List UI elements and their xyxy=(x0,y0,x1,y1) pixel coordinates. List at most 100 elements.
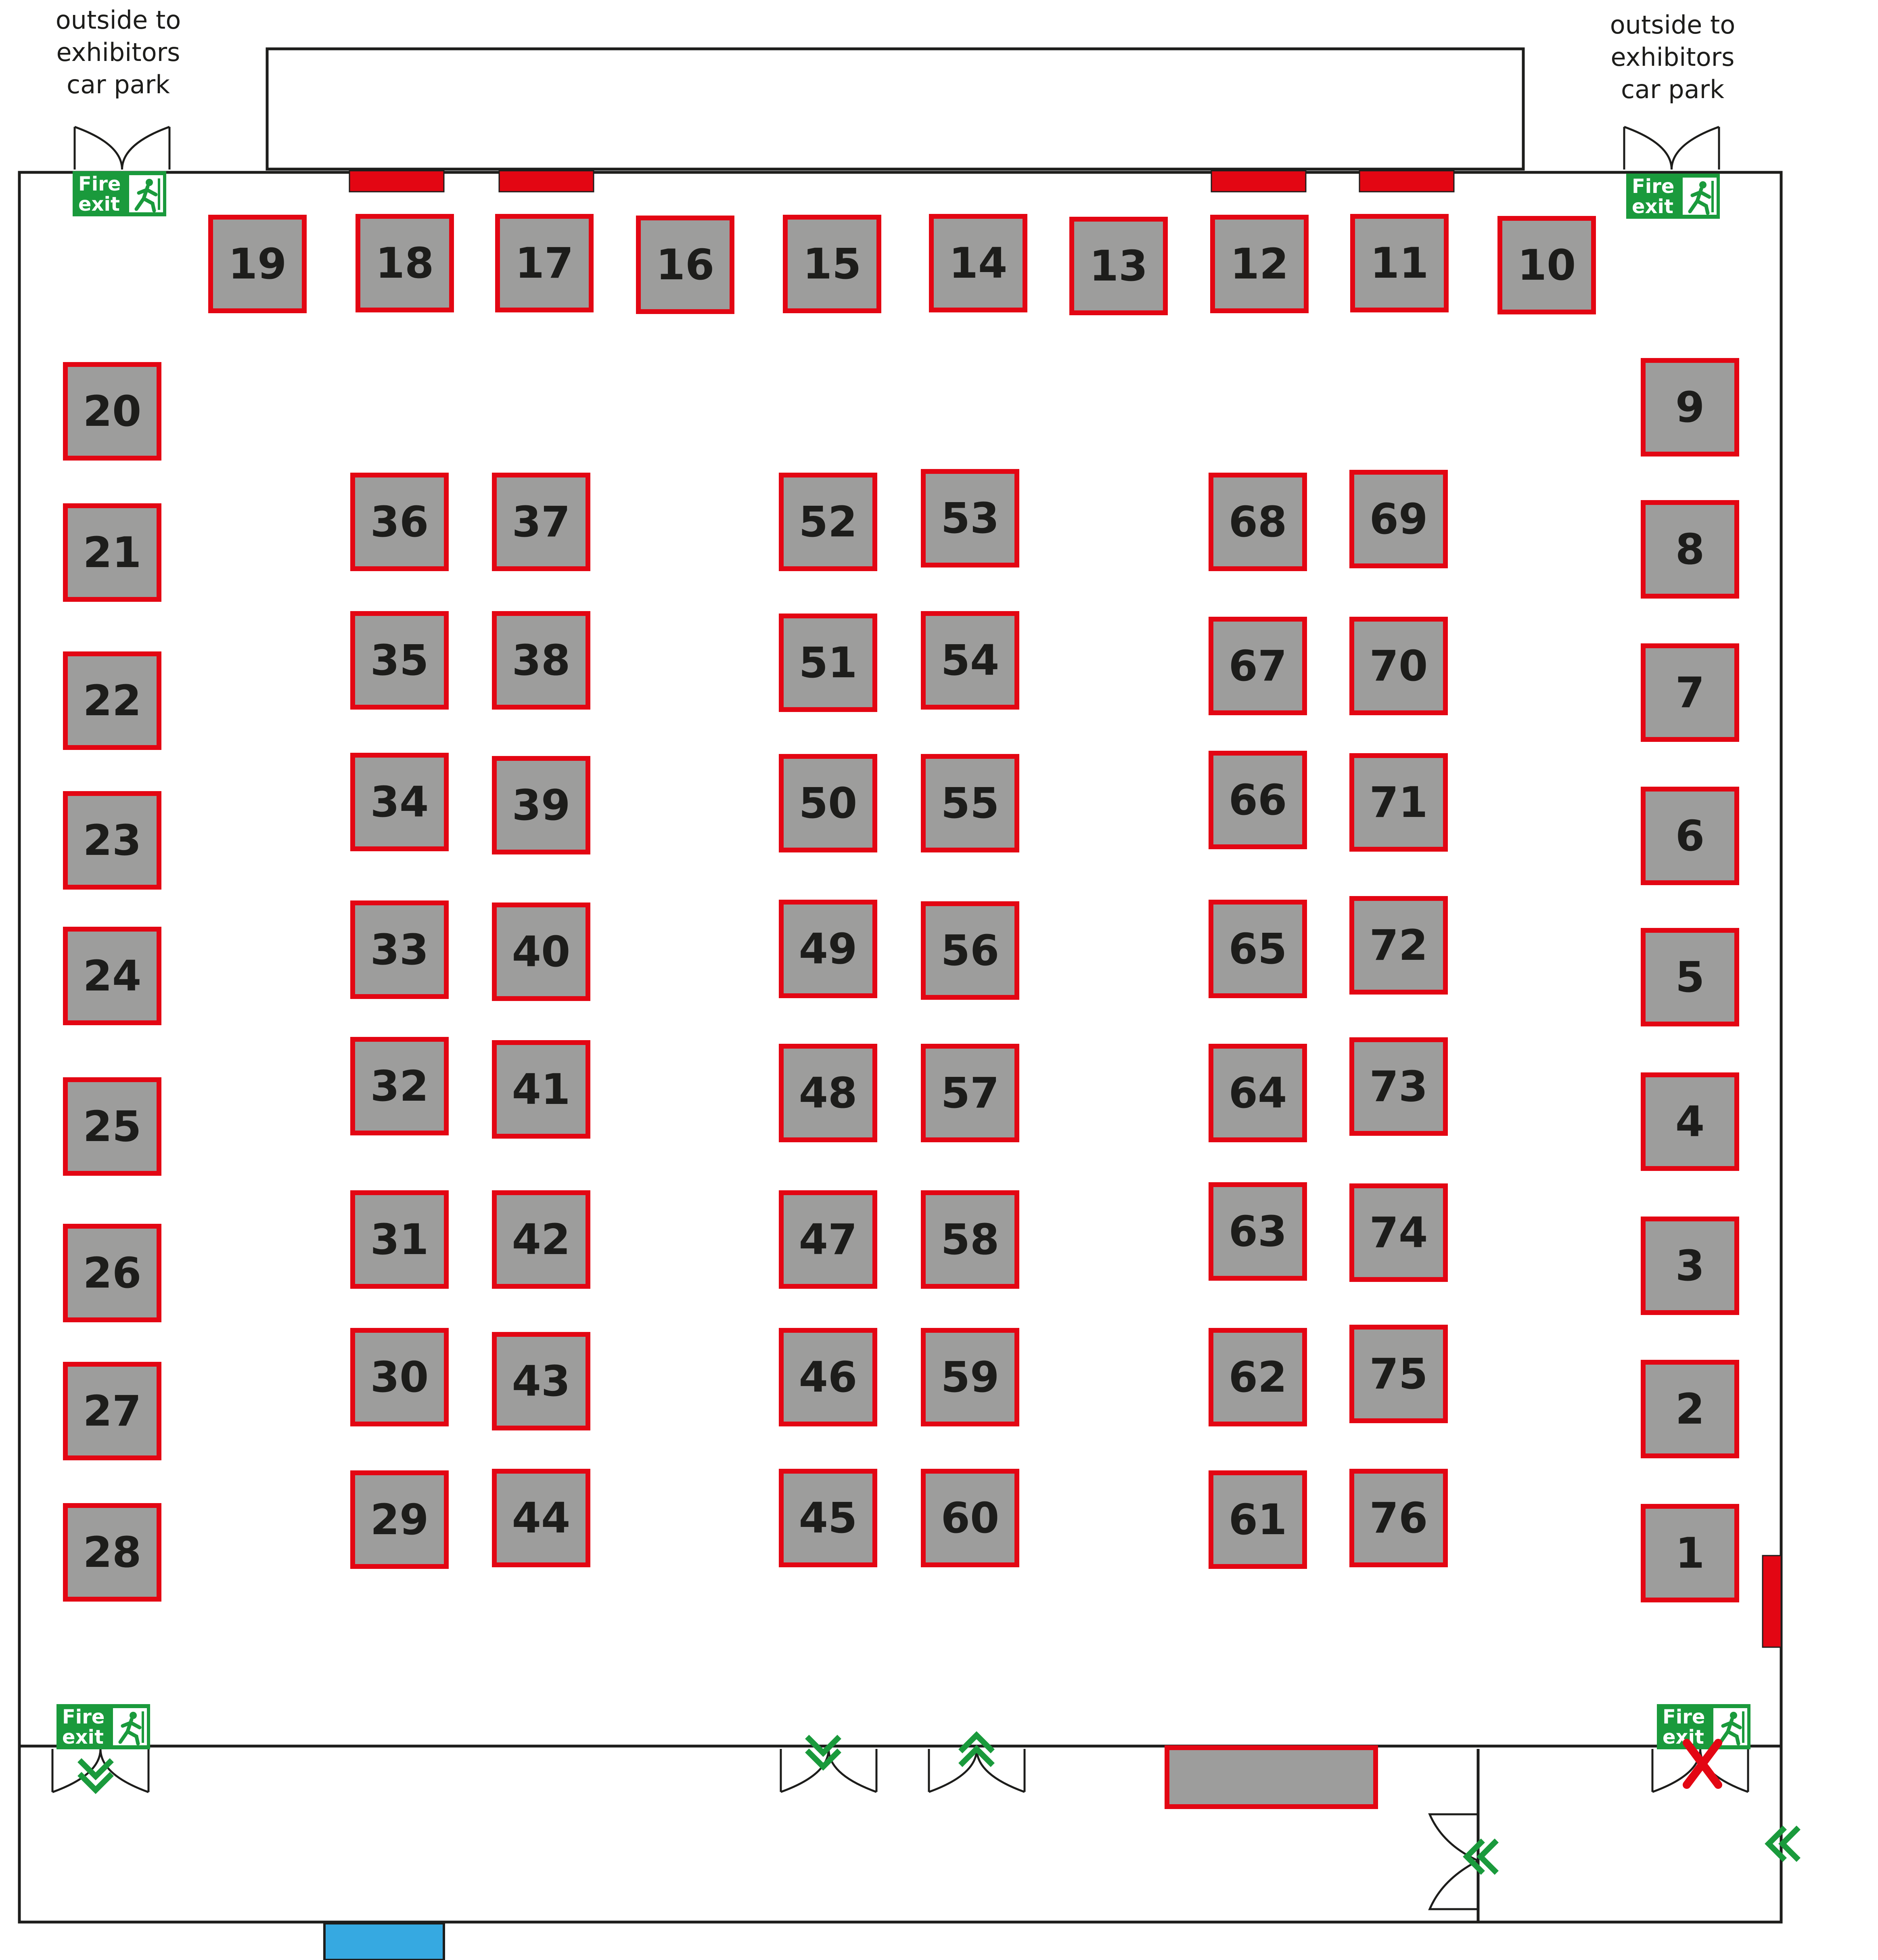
booth-72[interactable]: 72 xyxy=(1349,896,1448,995)
booth-15[interactable]: 15 xyxy=(783,215,881,313)
booth-number: 27 xyxy=(83,1386,142,1436)
booth-box xyxy=(1641,1217,1739,1315)
booth-39[interactable]: 39 xyxy=(492,756,590,854)
booth-27[interactable]: 27 xyxy=(63,1362,161,1460)
booth-box xyxy=(63,791,161,890)
booth-47[interactable]: 47 xyxy=(779,1190,877,1289)
booth-75[interactable]: 75 xyxy=(1349,1325,1448,1423)
booth-28[interactable]: 28 xyxy=(63,1503,161,1602)
booth-29[interactable]: 29 xyxy=(350,1470,449,1569)
booth-18[interactable]: 18 xyxy=(356,214,454,312)
booth-4[interactable]: 4 xyxy=(1641,1072,1739,1171)
booth-65[interactable]: 65 xyxy=(1209,900,1307,998)
blocked-exit-x-icon xyxy=(1683,1739,1722,1789)
booth-42[interactable]: 42 xyxy=(492,1190,590,1289)
booth-34[interactable]: 34 xyxy=(350,753,449,851)
booth-12[interactable]: 12 xyxy=(1210,215,1309,313)
booth-36[interactable]: 36 xyxy=(350,473,449,571)
booth-35[interactable]: 35 xyxy=(350,611,449,710)
booth-62[interactable]: 62 xyxy=(1209,1328,1307,1426)
booth-number: 39 xyxy=(512,781,571,830)
booth-number: 30 xyxy=(370,1353,429,1402)
booth-37[interactable]: 37 xyxy=(492,473,590,571)
booth-51[interactable]: 51 xyxy=(779,614,877,712)
booth-8[interactable]: 8 xyxy=(1641,500,1739,599)
booth-1[interactable]: 1 xyxy=(1641,1504,1739,1602)
booth-68[interactable]: 68 xyxy=(1209,473,1307,571)
booth-box xyxy=(1349,753,1448,852)
booth-58[interactable]: 58 xyxy=(921,1190,1019,1289)
booth-10[interactable]: 10 xyxy=(1497,216,1596,314)
booth-number: 18 xyxy=(376,239,434,288)
booth-17[interactable]: 17 xyxy=(495,214,594,312)
booth-64[interactable]: 64 xyxy=(1209,1044,1307,1142)
booth-71[interactable]: 71 xyxy=(1349,753,1448,852)
booth-14[interactable]: 14 xyxy=(929,214,1027,312)
booth-22[interactable]: 22 xyxy=(63,651,161,750)
booth-45[interactable]: 45 xyxy=(779,1469,877,1567)
booth-26[interactable]: 26 xyxy=(63,1224,161,1322)
booth-13[interactable]: 13 xyxy=(1069,217,1168,315)
booth-box xyxy=(63,651,161,750)
booth-16[interactable]: 16 xyxy=(636,216,734,314)
booth-56[interactable]: 56 xyxy=(921,901,1019,1000)
booth-25[interactable]: 25 xyxy=(63,1077,161,1176)
booth-48[interactable]: 48 xyxy=(779,1044,877,1142)
booth-3[interactable]: 3 xyxy=(1641,1217,1739,1315)
booth-55[interactable]: 55 xyxy=(921,754,1019,852)
booth-box xyxy=(1350,214,1449,312)
booth-19[interactable]: 19 xyxy=(208,215,307,313)
booth-52[interactable]: 52 xyxy=(779,473,877,571)
booth-44[interactable]: 44 xyxy=(492,1469,590,1567)
booth-6[interactable]: 6 xyxy=(1641,787,1739,885)
booth-9[interactable]: 9 xyxy=(1641,358,1739,456)
booth-20[interactable]: 20 xyxy=(63,362,161,461)
booth-number: 68 xyxy=(1229,497,1287,547)
booth-49[interactable]: 49 xyxy=(779,900,877,998)
booth-63[interactable]: 63 xyxy=(1209,1182,1307,1281)
booth-50[interactable]: 50 xyxy=(779,754,877,852)
booth-32[interactable]: 32 xyxy=(350,1037,449,1135)
car-park-door-left[interactable] xyxy=(73,126,171,170)
booth-5[interactable]: 5 xyxy=(1641,928,1739,1026)
booth-box xyxy=(779,1328,877,1426)
booth-60[interactable]: 60 xyxy=(921,1469,1019,1567)
booth-43[interactable]: 43 xyxy=(492,1332,590,1430)
booth-33[interactable]: 33 xyxy=(350,900,449,999)
booth-69[interactable]: 69 xyxy=(1349,470,1448,568)
booth-61[interactable]: 61 xyxy=(1209,1470,1307,1569)
booth-53[interactable]: 53 xyxy=(921,469,1019,567)
booth-number: 11 xyxy=(1370,239,1429,288)
booth-number: 10 xyxy=(1518,241,1576,290)
booth-2[interactable]: 2 xyxy=(1641,1360,1739,1458)
booth-74[interactable]: 74 xyxy=(1349,1183,1448,1282)
corridor-counter xyxy=(1165,1745,1378,1809)
booth-number: 32 xyxy=(370,1062,429,1111)
booth-40[interactable]: 40 xyxy=(492,903,590,1001)
booth-23[interactable]: 23 xyxy=(63,791,161,890)
booth-67[interactable]: 67 xyxy=(1209,617,1307,715)
booth-21[interactable]: 21 xyxy=(63,503,161,602)
corridor-door-2[interactable] xyxy=(928,1749,1026,1793)
booth-41[interactable]: 41 xyxy=(492,1040,590,1139)
booth-30[interactable]: 30 xyxy=(350,1328,449,1426)
booth-box xyxy=(350,1470,449,1569)
car-park-door-right[interactable] xyxy=(1623,126,1720,170)
booth-31[interactable]: 31 xyxy=(350,1190,449,1289)
booth-box xyxy=(63,1224,161,1322)
car-park-label-left: outside to exhibitors car park xyxy=(55,5,181,99)
booth-66[interactable]: 66 xyxy=(1209,751,1307,849)
booth-38[interactable]: 38 xyxy=(492,611,590,710)
booth-70[interactable]: 70 xyxy=(1349,617,1448,715)
booth-57[interactable]: 57 xyxy=(921,1044,1019,1142)
booth-76[interactable]: 76 xyxy=(1349,1469,1448,1567)
booth-7[interactable]: 7 xyxy=(1641,643,1739,742)
booth-number: 42 xyxy=(512,1215,571,1264)
booth-54[interactable]: 54 xyxy=(921,611,1019,710)
booth-59[interactable]: 59 xyxy=(921,1328,1019,1426)
booth-46[interactable]: 46 xyxy=(779,1328,877,1426)
booth-24[interactable]: 24 xyxy=(63,927,161,1025)
corridor-door-1[interactable] xyxy=(780,1749,878,1793)
booth-11[interactable]: 11 xyxy=(1350,214,1449,312)
booth-73[interactable]: 73 xyxy=(1349,1037,1448,1136)
